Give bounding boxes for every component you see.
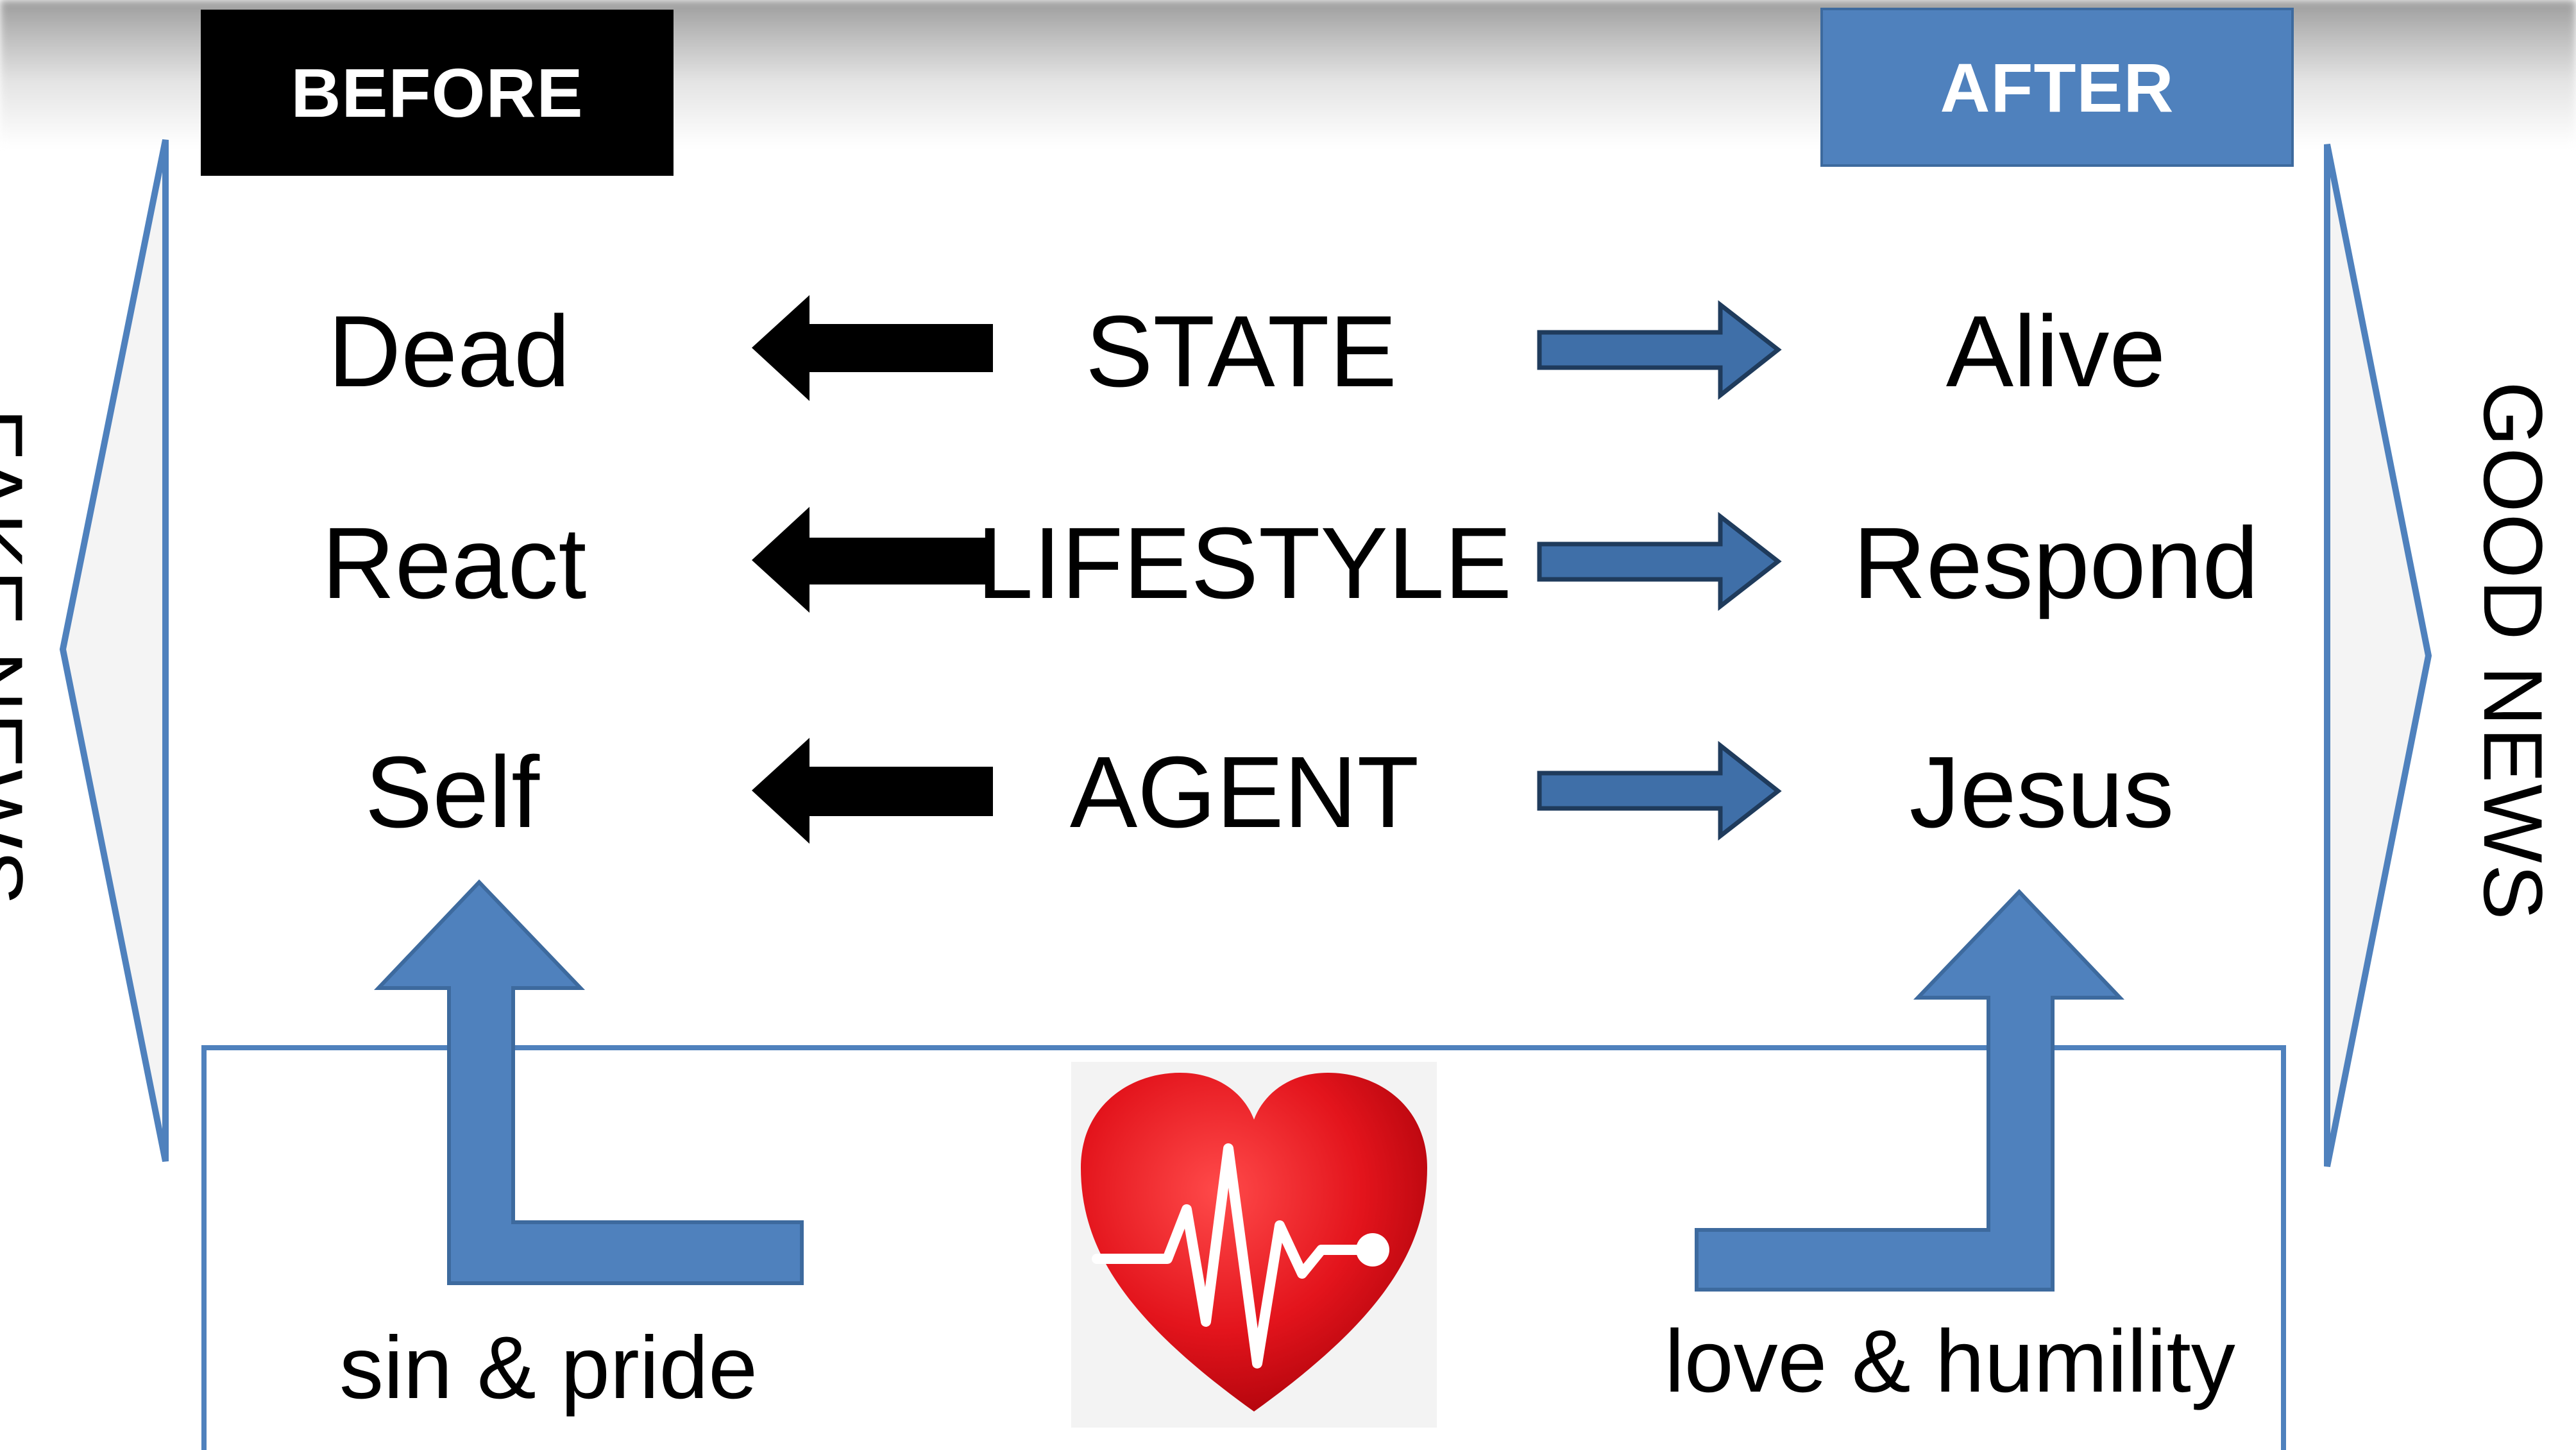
left-arrow-row-1 — [752, 295, 993, 401]
right-arrow-row-1 — [1537, 300, 1782, 400]
concept-word-row-2: LIFESTYLE — [976, 507, 1513, 620]
right-side-label: GOOD NEWS — [2466, 381, 2560, 921]
left-caption: sin & pride — [339, 1318, 758, 1417]
left-side-label: FAKE NEWS — [0, 408, 40, 907]
right-arrow-row-2 — [1537, 511, 1782, 611]
heart-icon — [1071, 1062, 1437, 1428]
left-arrow-row-2 — [752, 507, 993, 613]
concept-word-row-1: STATE — [1085, 295, 1397, 408]
right-up-arrow-shape — [1695, 889, 2124, 1292]
before-word-row-3: Self — [364, 736, 540, 849]
concept-word-row-3: AGENT — [1069, 736, 1419, 849]
after-word-row-3: Jesus — [1909, 736, 2174, 849]
right-caption: love & humility — [1665, 1312, 2235, 1411]
before-word-row-1: Dead — [328, 295, 570, 408]
after-tag: AFTER — [1820, 8, 2294, 167]
after-word-row-1: Alive — [1945, 295, 2166, 408]
right-chevron — [2324, 144, 2432, 1167]
before-word-row-2: React — [321, 507, 587, 620]
left-arrow-row-3 — [752, 738, 993, 844]
after-word-row-2: Respond — [1852, 507, 2259, 620]
before-tag: BEFORE — [201, 10, 674, 176]
right-arrow-row-3 — [1537, 740, 1782, 841]
left-up-arrow-shape — [374, 879, 804, 1285]
left-chevron — [59, 139, 169, 1162]
